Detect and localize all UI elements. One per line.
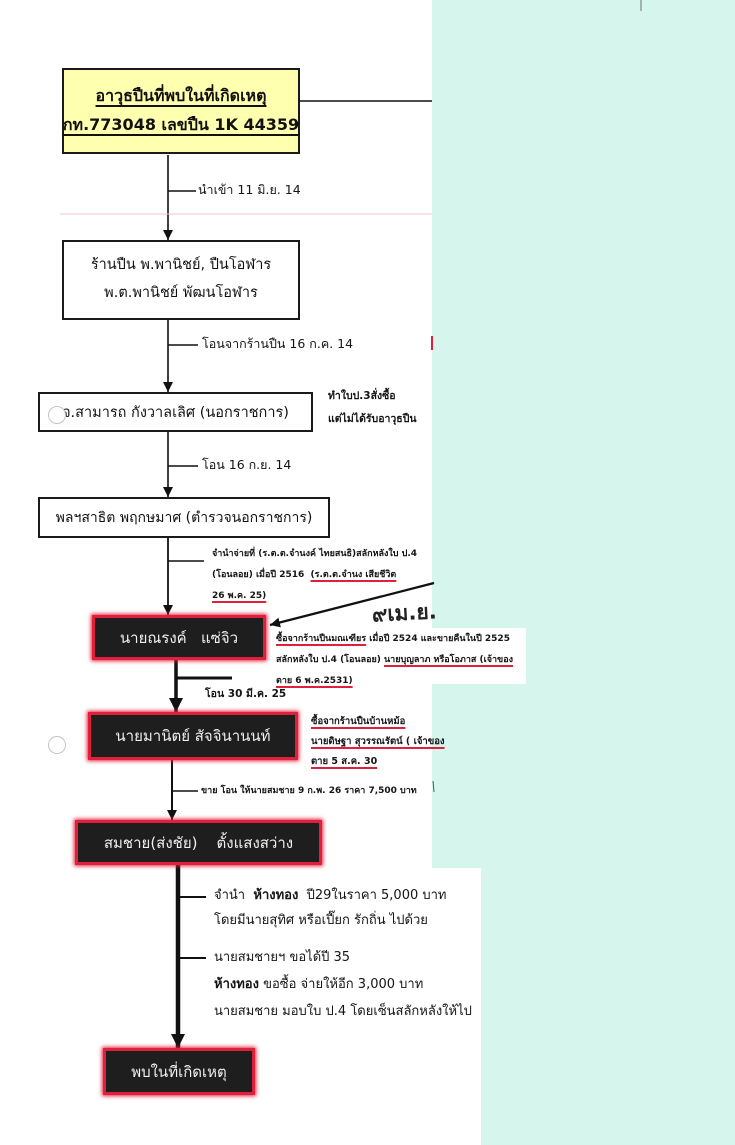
- node-found-weapon-line2: กท.773048 เลขปืน 1K 44359: [62, 115, 300, 134]
- node-manit: นายมานิตย์ สัจจินานนท์: [88, 712, 298, 760]
- node-narong-label: นายณรงค์ แซ่จิว: [119, 628, 239, 647]
- edge-label-transfer-sep: โอน 16 ก.ย. 14: [202, 457, 292, 472]
- diagonal-arrow: [269, 581, 435, 628]
- side-note-narong-marked1: ซื้อจากร้านปืนมณเฑียร: [276, 634, 367, 644]
- gold-shop-line1-b: ห้างทอง: [253, 888, 299, 903]
- node-crime-scene-label: พบในที่เกิดเหตุ: [131, 1062, 227, 1081]
- node-somchai-label: สมชาย(ส่งชัย) ตั้งแสงสว่าง: [103, 833, 294, 852]
- node-gun-shop: ร้านปืน พ.พานิชย์, ปืนโอฬาร พ.ต.พานิชย์ …: [62, 240, 300, 320]
- node-somchai: สมชาย(ส่งชัย) ตั้งแสงสว่าง: [75, 820, 322, 865]
- edge-label-sale: ขาย โอน ให้นายสมชาย 9 ก.พ. 26 ราคา 7,500…: [201, 786, 417, 796]
- node-narong: นายณรงค์ แซ่จิว: [92, 615, 266, 660]
- side-note-narong-line3: ตาย 6 พ.ค.2531): [276, 676, 353, 686]
- paper-strip: [430, 628, 526, 684]
- edge-label-pledge-line2: (โอนลอย) เมื่อปี 2516 (ร.ต.ต.จำนง เสียชี…: [212, 570, 396, 580]
- node-sathit: พลฯสาธิต พฤกษมาศ (ตำรวจนอกราชการ): [38, 497, 330, 538]
- edge-label-pledge-line1: จำนำจ่ายที่ (ร.ต.ต.จำนงค์ ไทยสนธิ)สลักหล…: [212, 549, 418, 559]
- node-gun-shop-line2: พ.ต.พานิชย์ พัฒนโอฬาร: [104, 285, 258, 301]
- side-note-narong-line2: สลักหลังใบ ป.4 (โอนลอย) นายบุญลาภ หรือโอ…: [276, 655, 513, 665]
- gold-shop-line1-a: จำนำ: [214, 888, 254, 903]
- side-note-narong-marked2: นายบุญลาภ หรือโอภาส (เจ้าของ: [384, 655, 514, 665]
- node-samart: จ.สามารถ กังวาลเลิศ (นอกราชการ): [38, 392, 313, 432]
- side-note-manit-line2: นายดิษฐา สุวรรณรัตน์ ( เจ้าของ: [311, 736, 445, 747]
- edge-label-import: นำเข้า 11 มิ.ย. 14: [198, 182, 301, 197]
- gold-shop-line4-a: ห้างทอง: [214, 977, 259, 992]
- gold-shop-line1-c: ปี29ในราคา 5,000 บาท: [298, 888, 447, 903]
- node-found-weapon: อาวุธปืนที่พบในที่เกิดเหตุ กท.773048 เลข…: [62, 68, 300, 154]
- side-note-narong-line1: ซื้อจากร้านปืนมณเฑียร เมื่อปี 2524 และขา…: [276, 634, 510, 644]
- edge-label-gold-shop-line2: โดยมีนายสุทิศ หรือเปี๊ยก รักถิ่น ไปด้วย: [214, 913, 428, 928]
- edge-label-gold-shop-line5: นายสมชาย มอบใบ ป.4 โดยเซ็นสลักหลังให้ไป: [214, 1004, 472, 1019]
- edge-label-gold-shop-line4: ห้างทอง ขอซื้อ จ่ายให้อีก 3,000 บาท: [214, 977, 424, 993]
- edge-label-gold-shop-line3: นายสมชายฯ ขอได้ปี 35: [214, 950, 351, 965]
- node-manit-label: นายมานิตย์ สัจจินานนท์: [115, 727, 271, 745]
- edge-label-transfer-shop: โอนจากร้านปืน 16 ก.ค. 14: [202, 336, 354, 351]
- node-found-weapon-line1: อาวุธปืนที่พบในที่เกิดเหตุ: [95, 86, 267, 106]
- side-note-manit-line3: ตาย 5 ส.ค. 30: [311, 756, 378, 767]
- edge-label-pledge-line2-text: (โอนลอย) เมื่อปี 2516: [212, 570, 311, 580]
- paper-sheet-lower: [0, 868, 481, 1145]
- edge-label-pledge-note: (ร.ต.ต.จำนง เสียชีวิต: [310, 570, 397, 580]
- side-note-narong-text2: สลักหลังใบ ป.4 (โอนลอย): [276, 655, 385, 665]
- node-gun-shop-line1: ร้านปืน พ.พานิชย์, ปืนโอฬาร: [90, 257, 272, 274]
- side-note-narong-rest1: เมื่อปี 2524 และขายคืนในปี 2525: [366, 634, 510, 644]
- punch-hole: [48, 736, 66, 754]
- node-crime-scene: พบในที่เกิดเหตุ: [103, 1048, 255, 1095]
- edge-label-gold-shop-line1: จำนำ ห้างทอง ปี29ในราคา 5,000 บาท: [214, 888, 447, 904]
- handwritten-note: ๙เม.ย.: [371, 599, 438, 627]
- side-note-manit-line1: ซื้อจากร้านปืนบ้านหม้อ: [311, 716, 406, 727]
- edge-label-transfer-mar: โอน 30 มี.ค. 25: [205, 688, 287, 700]
- gold-shop-line4-b: ขอซื้อ จ่ายให้อีก 3,000 บาท: [258, 977, 424, 992]
- punch-hole: [48, 406, 66, 424]
- scan-mark-side: [432, 780, 435, 793]
- node-samart-label: จ.สามารถ กังวาลเลิศ (นอกราชการ): [62, 404, 289, 421]
- side-note-samart-line1: ทำใบป.3สั่งซื้อ: [328, 390, 396, 402]
- node-sathit-label: พลฯสาธิต พฤกษมาศ (ตำรวจนอกราชการ): [55, 509, 313, 526]
- side-note-samart-line2: แต่ไม่ได้รับอาวุธปืน: [328, 413, 417, 425]
- edge-label-pledge-line3: 26 พ.ค. 25): [212, 591, 267, 601]
